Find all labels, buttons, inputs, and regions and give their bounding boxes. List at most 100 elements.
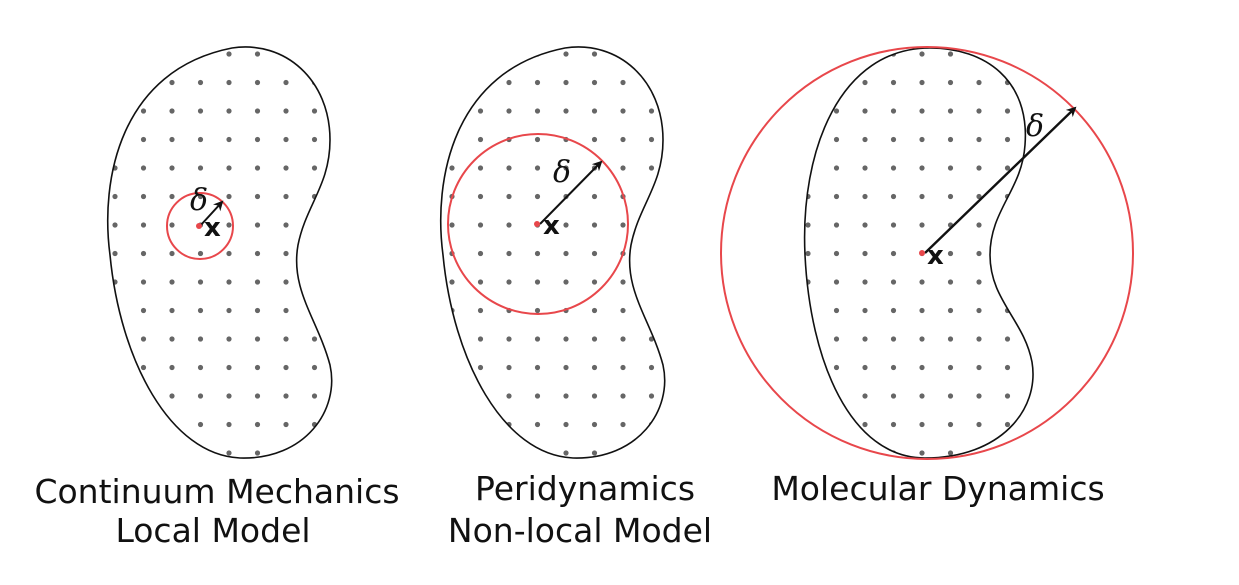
lattice-dot <box>311 336 318 342</box>
lattice-dot <box>620 393 626 399</box>
lattice-dot <box>254 79 261 86</box>
lattice-dot <box>862 165 868 171</box>
lattice-dot <box>226 393 232 399</box>
lattice-dot <box>648 307 655 314</box>
lattice-dot <box>169 79 175 86</box>
lattice-dot <box>976 307 982 314</box>
lattice-dot <box>477 165 484 171</box>
lattice-dot <box>534 165 541 171</box>
lattice-dot <box>648 279 655 285</box>
caption-line-1: Peridynamics <box>475 469 695 508</box>
lattice-dot <box>591 108 598 114</box>
lattice-dot <box>862 222 868 228</box>
lattice-dot <box>890 222 897 228</box>
lattice-dot <box>620 51 626 57</box>
lattice-dot <box>534 193 541 200</box>
lattice-dot <box>112 336 118 342</box>
lattice-dot <box>169 364 175 371</box>
lattice-dot <box>620 336 626 342</box>
lattice-dot <box>890 364 897 371</box>
lattice-dot <box>197 421 204 428</box>
lattice-dot <box>226 165 232 171</box>
lattice-dot <box>506 108 512 114</box>
lattice-dot <box>226 193 232 200</box>
lattice-dot <box>591 279 598 285</box>
lattice-dot <box>254 279 261 285</box>
lattice-dot <box>254 393 261 399</box>
lattice-dot <box>226 222 232 228</box>
lattice-dot <box>890 279 897 285</box>
lattice-dot <box>477 250 484 257</box>
lattice-dot <box>648 222 655 228</box>
lattice-dot <box>805 307 811 314</box>
lattice-dot <box>919 393 925 399</box>
lattice-dot <box>283 307 289 314</box>
lattice-dot <box>169 222 175 228</box>
lattice-dot <box>976 364 982 371</box>
lattice-dot <box>449 336 455 342</box>
lattice-dot <box>591 193 598 200</box>
lattice-dot <box>919 79 925 86</box>
body-outline <box>439 46 666 459</box>
lattice-dot <box>805 108 811 114</box>
lattice-dots <box>805 51 1011 456</box>
lattice-dot <box>976 421 982 428</box>
lattice-dot <box>311 136 318 143</box>
lattice-dot <box>254 136 261 143</box>
panel-molecular-dynamics: x δ Molecular Dynamics <box>720 46 1134 508</box>
lattice-dot <box>976 279 982 285</box>
lattice-dot <box>805 250 811 257</box>
lattice-dot <box>506 364 512 371</box>
lattice-dot <box>919 165 925 171</box>
lattice-dot <box>833 193 840 200</box>
lattice-dot <box>477 450 484 456</box>
lattice-dot <box>919 193 925 200</box>
lattice-dot <box>311 364 318 371</box>
lattice-dot <box>947 336 954 342</box>
lattice-dot <box>254 222 261 228</box>
lattice-dot <box>833 450 840 456</box>
delta-label: δ <box>553 155 571 190</box>
lattice-dot <box>534 393 541 399</box>
lattice-dot <box>976 222 982 228</box>
lattice-dot <box>620 450 626 456</box>
lattice-dot <box>283 393 289 399</box>
lattice-dot <box>283 421 289 428</box>
lattice-dot <box>1004 108 1011 114</box>
lattice-dot <box>112 307 118 314</box>
lattice-dot <box>140 364 147 371</box>
lattice-dot <box>947 51 954 57</box>
lattice-dot <box>112 79 118 86</box>
lattice-dot <box>833 250 840 257</box>
lattice-dot <box>833 51 840 57</box>
horizon-radius-arrow <box>924 106 1077 254</box>
lattice-dot <box>947 450 954 456</box>
lattice-dot <box>254 51 261 57</box>
lattice-dot <box>620 108 626 114</box>
lattice-dot <box>563 108 569 114</box>
lattice-dot <box>563 250 569 257</box>
lattice-dot <box>534 136 541 143</box>
lattice-dot <box>449 279 455 285</box>
lattice-dot <box>506 279 512 285</box>
lattice-dot <box>976 336 982 342</box>
lattice-dot <box>197 193 204 200</box>
delta-label: δ <box>190 183 208 218</box>
lattice-dot <box>833 279 840 285</box>
lattice-dot <box>311 393 318 399</box>
lattice-dot <box>254 336 261 342</box>
lattice-dot <box>862 279 868 285</box>
lattice-dot <box>140 307 147 314</box>
lattice-dot <box>112 250 118 257</box>
lattice-dot <box>833 222 840 228</box>
panel-continuum: x δ Continuum Mechanics Local Model <box>34 46 400 550</box>
lattice-dot <box>1004 222 1011 228</box>
lattice-dot <box>976 108 982 114</box>
lattice-dot <box>169 136 175 143</box>
lattice-dot <box>140 336 147 342</box>
lattice-dot <box>805 222 811 228</box>
lattice-dot <box>197 307 204 314</box>
lattice-dot <box>140 421 147 428</box>
lattice-dot <box>862 364 868 371</box>
lattice-dot <box>1004 136 1011 143</box>
